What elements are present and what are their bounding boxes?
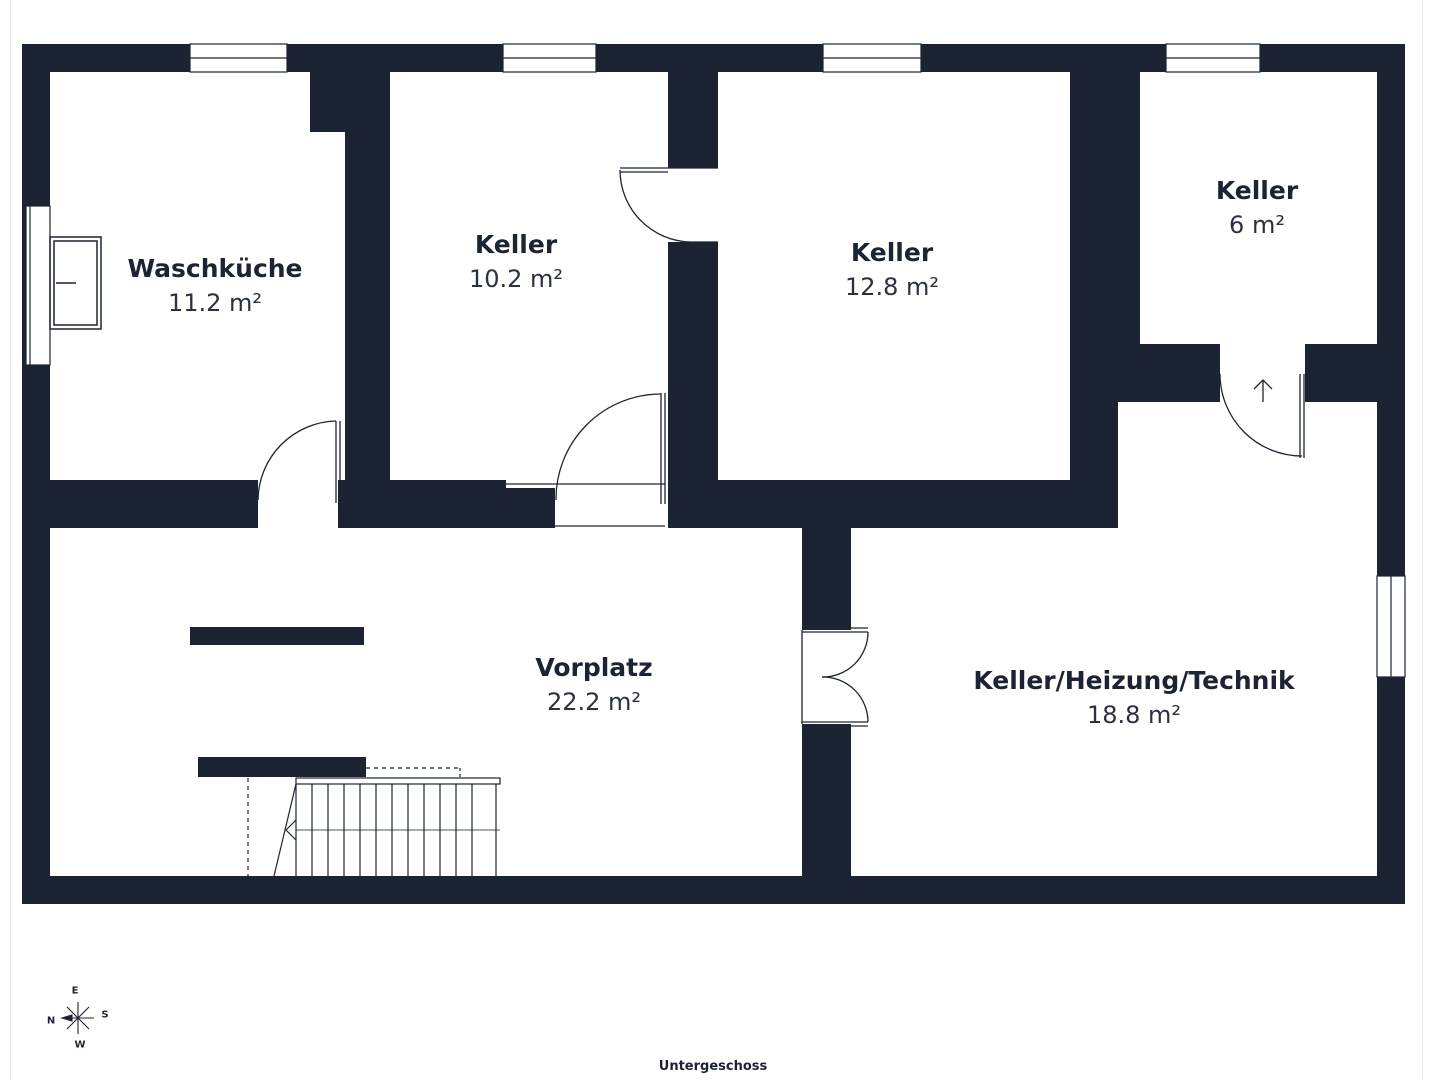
floor-name: Untergeschoss: [658, 1059, 768, 1074]
room-name: Keller: [1215, 176, 1299, 205]
compass-north: N: [46, 1015, 56, 1027]
door-double: [801, 627, 869, 727]
compass-south: S: [101, 1009, 109, 1021]
compass-west: W: [74, 1039, 86, 1051]
outer-wall-right: [1377, 44, 1405, 904]
staircase: [247, 767, 501, 877]
stair-landing-bar: [198, 757, 366, 777]
wall-horizontal-mid: [338, 480, 506, 528]
door-keller-between: [619, 167, 718, 243]
outer-wall-left: [22, 44, 50, 904]
window-wasch-top: [189, 43, 288, 73]
room-vorplatz: Vorplatz 22.2 m²: [535, 651, 652, 719]
room-name: Vorplatz: [535, 653, 653, 682]
wall-small-bottom-left: [1070, 344, 1220, 402]
room-area: 6 m²: [1229, 211, 1285, 239]
room-keller-3: Keller 6 m²: [1216, 174, 1298, 242]
wall-notch: [310, 72, 346, 132]
window-keller1-top: [502, 43, 597, 73]
wall-horizontal-mid2: [505, 488, 555, 528]
room-area: 22.2 m²: [546, 688, 642, 716]
room-keller-1: Keller 10.2 m²: [469, 228, 563, 296]
room-area: 11.2 m²: [167, 289, 263, 317]
wall-heizung-top: [1070, 400, 1118, 480]
walls: [22, 44, 1405, 904]
wall-horizontal-left: [50, 480, 258, 528]
compass-east: E: [71, 985, 79, 997]
room-area: 10.2 m²: [468, 265, 564, 293]
wall-vorplatz-heizung-top: [802, 528, 851, 630]
bench-bar: [190, 627, 364, 645]
room-name: Keller: [850, 238, 934, 267]
door-wasch: [257, 420, 341, 528]
outer-wall-bottom: [22, 876, 1405, 904]
room-area: 12.8 m²: [844, 273, 940, 301]
frame-line-left: [10, 0, 11, 1080]
window-wasch-left: [25, 205, 51, 366]
room-name: Keller: [474, 230, 558, 259]
door-keller-small: [1219, 344, 1305, 458]
room-waschkueche: Waschküche 11.2 m²: [127, 252, 302, 320]
room-name: Keller/Heizung/Technik: [973, 666, 1295, 695]
frame-line-right: [1422, 0, 1423, 1080]
compass-icon: [60, 1002, 94, 1034]
wall-vorplatz-heizung-bottom: [802, 724, 851, 876]
wash-basin: [49, 236, 102, 330]
wall-horizontal-right: [668, 480, 1118, 528]
door-keller1: [505, 393, 668, 528]
window-keller2-top: [822, 43, 922, 73]
window-heizung-right: [1376, 575, 1406, 678]
room-keller-2: Keller 12.8 m²: [845, 236, 939, 304]
window-keller3-top: [1165, 43, 1261, 73]
room-keller-heizung-technik: Keller/Heizung/Technik 18.8 m²: [973, 664, 1294, 732]
windows: [25, 43, 1406, 678]
room-name: Waschküche: [127, 254, 303, 283]
wall-keller-keller-top: [668, 72, 718, 168]
wall-small-bottom-right: [1305, 344, 1377, 402]
wall-wasch-keller: [345, 72, 390, 527]
room-area: 18.8 m²: [1086, 701, 1182, 729]
doors: [257, 167, 1305, 727]
